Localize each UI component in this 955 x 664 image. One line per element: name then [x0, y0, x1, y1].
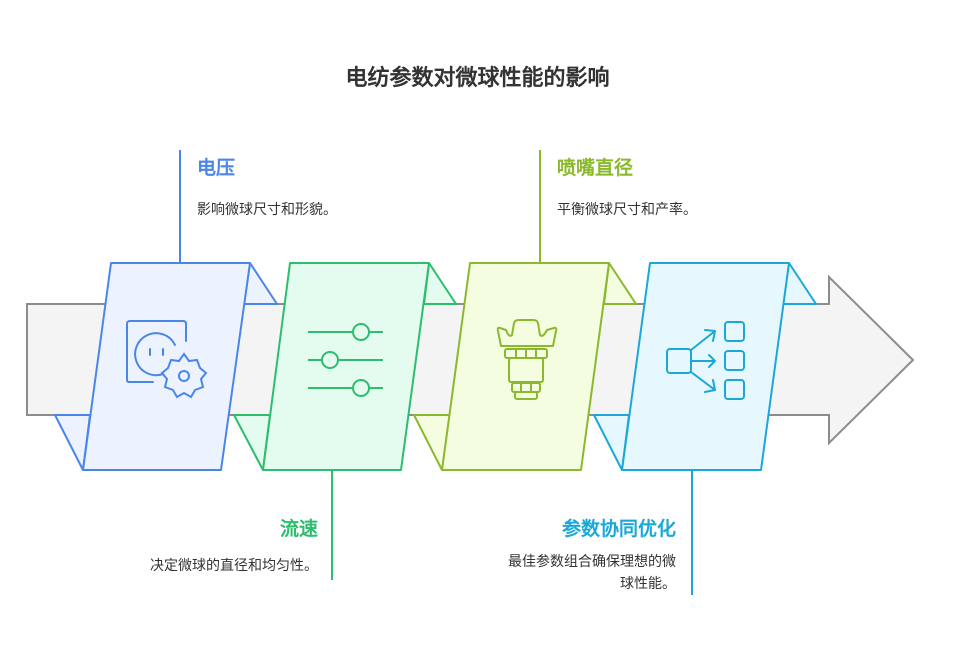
step-heading-synergy: 参数协同优化: [561, 518, 676, 540]
step-description-nozzle-diameter: 平衡微球尺寸和产率。: [557, 202, 697, 218]
step-panel-synergy: [593, 262, 817, 471]
step-panel-flow-rate: [233, 262, 457, 471]
sliders-icon: [308, 323, 383, 397]
description-line: 球性能。: [620, 576, 676, 592]
socket-gear-icon: [126, 320, 208, 399]
step-heading-flow-rate: 流速: [279, 518, 318, 540]
step-heading-voltage: 电压: [197, 157, 236, 179]
nozzle-icon: [496, 319, 558, 400]
description-line: 最佳参数组合确保理想的微: [508, 554, 676, 570]
step-panel-nozzle-diameter: [413, 262, 637, 471]
distribute-icon: [666, 321, 745, 400]
page-title: 电纺参数对微球性能的影响: [345, 66, 610, 91]
step-panel-voltage: [54, 262, 278, 471]
step-description-voltage: 影响微球尺寸和形貌。: [197, 202, 337, 218]
step-description-synergy: 最佳参数组合确保理想的微 球性能。: [508, 551, 676, 595]
step-heading-nozzle-diameter: 喷嘴直径: [557, 157, 634, 179]
step-description-flow-rate: 决定微球的直径和均匀性。: [150, 558, 318, 574]
